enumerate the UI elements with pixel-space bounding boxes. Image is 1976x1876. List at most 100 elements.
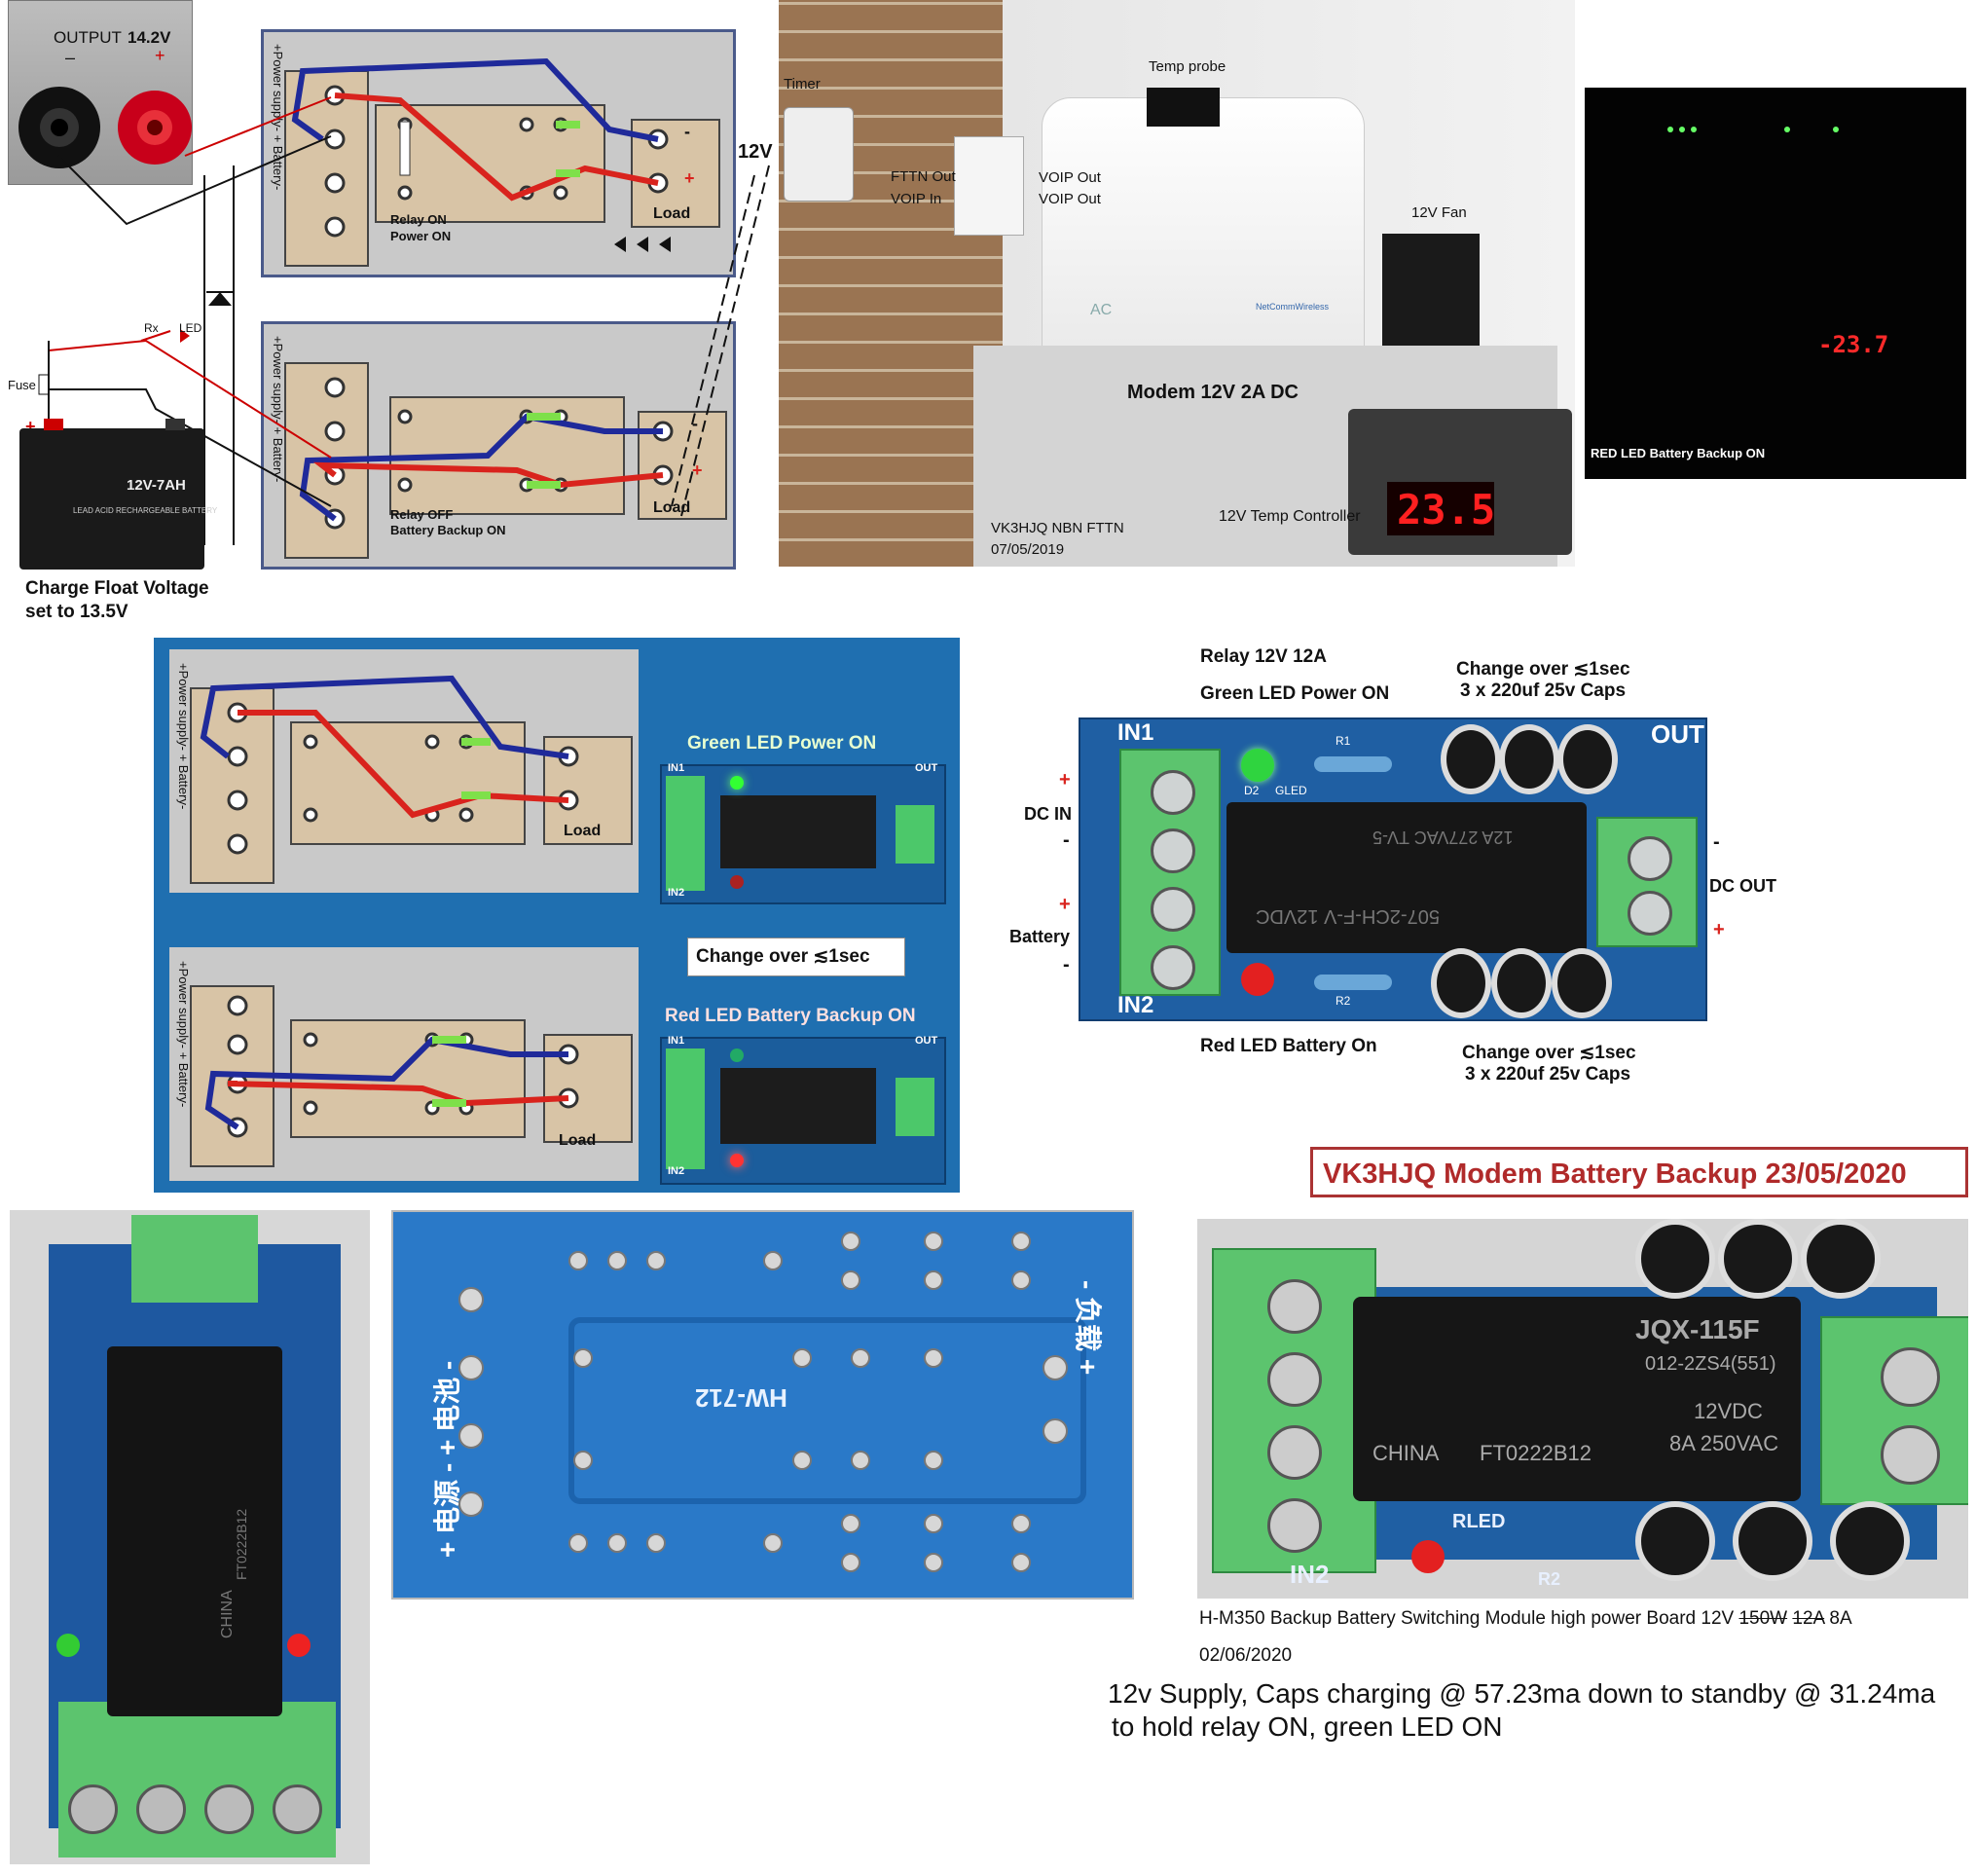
dc-out-plus: + [1713,919,1725,940]
charge-float-line2: set to 13.5V [25,602,128,622]
blue-module-thumb-off: IN1 IN2 OUT [660,1035,946,1185]
psu-plus-label: + [155,46,165,65]
thumb-off-red-led [730,1154,744,1167]
modem-setup-photo: 23.5 Timer Temp probe FTTN Out VOIP In V… [779,0,1575,567]
changeover-box: Change over ≲1sec [687,938,905,976]
blue-green-led-label: Green LED Power ON [687,733,877,754]
module-r2-label: R2 [1336,994,1351,1008]
title-text: VK3HJQ Modem Battery Backup 23/05/2020 [1323,1159,1907,1190]
module-caps-top-line1: Change over ≲1sec [1456,659,1630,680]
module-r1-resistor [1314,756,1392,772]
12v-label: 12V [738,141,773,163]
board-relay: JQX-115F 012-2ZS4(551) 12VDC 8A 250VAC C… [1353,1297,1801,1501]
board-caption-struck-1: 150W [1738,1608,1788,1629]
blue-load-top-label: Load [564,823,602,839]
module-red-led-label: Red LED Battery On [1200,1036,1377,1056]
timer-device [784,107,854,202]
rx-label: Rx [144,321,159,335]
modem-ac-logo: AC [1090,302,1113,318]
module-gled-label: GLED [1275,784,1307,797]
fuse-label: Fuse [8,378,36,392]
thumb-off-green-led [730,1048,744,1062]
wall-socket [954,136,1024,236]
vertical-red-led [287,1634,311,1657]
psu-terminals-photo: OUTPUT 14.2V – + [8,0,193,185]
relay-off-label: Relay OFF [390,507,454,522]
led-label: LED [179,321,202,335]
thumb-on-out: OUT [915,762,938,774]
night-temp-reading: -23.7 [1818,331,1889,358]
board-left-terminal [1212,1248,1376,1573]
battery-in-minus: - [1063,954,1070,975]
top-minus-label: - [684,122,690,141]
top-load-label: Load [653,205,691,222]
vertical-top-terminal [131,1215,258,1303]
temp-controller-device: 23.5 [1348,409,1572,555]
red-led-night-photo: -23.7 RED LED Battery Backup ON [1585,88,1966,479]
credit-line-1: VK3HJQ NBN FTTN [991,520,1124,536]
supply-note-line2: to hold relay ON, green LED ON [1112,1711,1503,1742]
title-box: VK3HJQ Modem Battery Backup 23/05/2020 [1310,1147,1968,1197]
red-led-caption: RED LED Battery Backup ON [1591,446,1766,460]
battery-plus-label: + [25,417,36,436]
vertical-relay: CHINA FT0222B12 [107,1346,282,1716]
battery-type: LEAD ACID RECHARGEABLE BATTERY [73,506,218,515]
thumb-off-terminal-left [666,1048,705,1169]
relay-print-line2: 12A 277VAC TV-5 [1372,828,1514,847]
thumb-on-red-led [730,875,744,889]
credit-line-2: 07/05/2019 [991,541,1065,558]
top-plus-label: + [684,168,695,188]
blue-summary-panel: +Power supply- + Battery- Load +Power su… [154,638,960,1193]
brick-wall [779,0,1003,567]
modem-status-leds [1667,127,1673,132]
module-r2-resistor [1314,975,1392,990]
temp-controller-label: 12V Temp Controller [1219,508,1361,525]
battery-circuit-wiring [38,96,770,545]
psu-output-label: OUTPUT [54,28,122,47]
relay-off-diagram: +Power supply- + Battery- Relay OFF Batt… [261,321,736,570]
board-red-led [1411,1540,1445,1573]
board-caps-top [1635,1219,1957,1299]
blue-off-wiring-drawing [190,985,633,1167]
modem-device [1042,97,1365,382]
fan-label: 12V Fan [1411,204,1467,221]
bottom-load-label: Load [653,499,691,516]
module-in1-label: IN1 [1117,719,1154,746]
board-caption-suffix: 8A [1824,1608,1852,1629]
power-on-label: Power ON [390,229,452,243]
psu-voltage-label: 14.2V [128,28,171,47]
pcb-solder-pads [458,1232,1068,1572]
relay-on-label: Relay ON [390,212,447,227]
battery-rating: 12V-7AH [127,477,186,494]
board-right-terminal [1820,1316,1968,1505]
module-battery-label: Battery [1009,927,1071,946]
blue-on-side-label: +Power supply- + Battery- [176,663,191,810]
charge-float-line1: Charge Float Voltage [25,578,209,599]
voip-in-label: VOIP In [891,191,942,207]
vertical-code-label: FT0222B12 [234,1508,249,1580]
thumb-off-out: OUT [915,1035,938,1047]
module-dc-out-label: DC OUT [1709,876,1776,896]
board-rled-label: RLED [1452,1511,1506,1532]
board-relay-model: JQX-115F [1635,1314,1760,1344]
thumb-on-terminal-left [666,776,705,891]
board-caption: H-M350 Backup Battery Switching Module h… [1199,1608,1852,1630]
vertical-board-photo: CHINA FT0222B12 [10,1210,370,1864]
module-d2-label: D2 [1244,784,1260,797]
thumb-off-terminal-right [896,1078,934,1136]
module-input-terminal-block [1119,749,1221,996]
module-caps-bottom-line1: Change over ≲1sec [1462,1043,1636,1063]
board-relay-china: CHINA [1372,1441,1440,1465]
module-output-terminal-block [1596,817,1698,947]
thumb-on-terminal-right [896,805,934,864]
relay-on-diagram: +Power supply- + Battery- Relay ON Power… [261,29,736,277]
psu-minus-label: – [65,48,76,67]
dc-in-minus: - [1063,829,1070,851]
temp-controller-reading: 23.5 [1397,486,1496,533]
vertical-china-label: CHINA [219,1590,236,1638]
module-green-led-label: Green LED Power ON [1200,683,1390,704]
voip-out-label-1: VOIP Out [1039,169,1101,186]
board-r2-label: R2 [1538,1569,1561,1589]
modem-brand-label: NetCommWireless [1256,302,1330,312]
thumb-off-in1: IN1 [668,1035,685,1047]
